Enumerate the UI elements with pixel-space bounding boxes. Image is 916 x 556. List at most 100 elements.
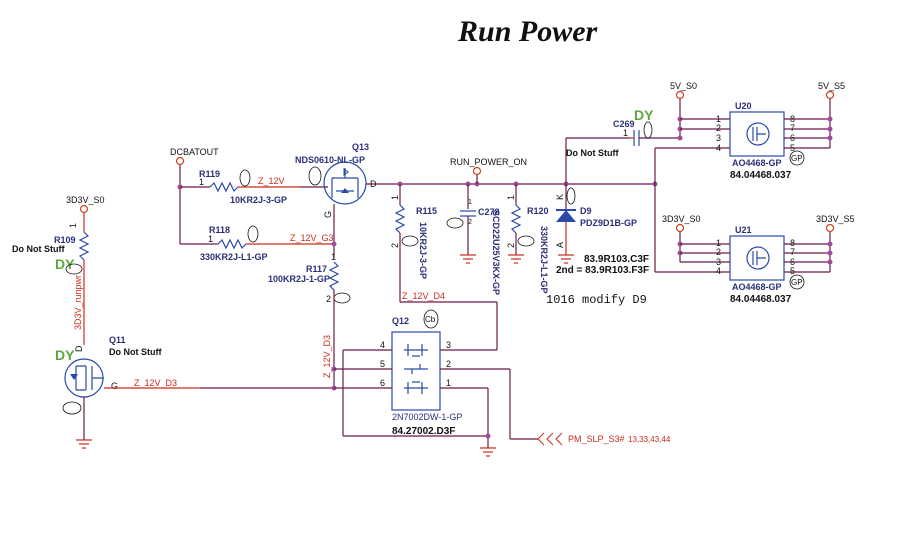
gp-marker-text: GP bbox=[791, 154, 803, 163]
q12-pin: 1 bbox=[446, 378, 451, 388]
power-port-icon bbox=[79, 204, 89, 214]
net-label-run-power-on: RUN_POWER_ON bbox=[450, 157, 527, 167]
net-label-z12v: Z_12V bbox=[258, 176, 285, 186]
net-label-runpwr: 3D3V_runpwr bbox=[73, 275, 83, 330]
r117-ref: R117 bbox=[306, 264, 327, 274]
c278-ref: C278 bbox=[478, 207, 500, 217]
gp-marker-icon bbox=[65, 263, 83, 275]
q13-pin-g: G bbox=[323, 211, 333, 218]
q12-pin: 2 bbox=[446, 359, 451, 369]
q11-dy-marker: DY bbox=[55, 347, 75, 363]
r115-value: 10KR2J-3-GP bbox=[418, 222, 428, 279]
u20-value: AO4468-GP bbox=[732, 158, 782, 168]
r115-pin1: 1 bbox=[390, 195, 400, 200]
gp-marker-icon bbox=[446, 217, 464, 229]
r109-ref: R109 bbox=[54, 235, 76, 245]
ground-icon bbox=[480, 447, 496, 457]
resistor-r115-icon bbox=[394, 204, 406, 234]
ground-icon bbox=[76, 439, 92, 449]
run-power-on-rail: RUN_POWER_ON 1 R115 10KR2J-3-GP 2 Z_12V_… bbox=[390, 107, 730, 350]
r120-pin1: 1 bbox=[506, 195, 516, 200]
gp-marker-icon bbox=[789, 274, 805, 290]
r109-branch: 3D3V_S0 1 R109 Do Not Stuff DY 3D3V_runp… bbox=[12, 195, 334, 449]
q12-pin: 3 bbox=[446, 340, 451, 350]
u21-pin: 5 bbox=[790, 266, 795, 276]
diode-d9-icon bbox=[556, 210, 576, 222]
resistor-r119-icon bbox=[209, 181, 239, 193]
u20-pin: 4 bbox=[716, 143, 721, 153]
net-label-pm-slp-s3[interactable]: PM_SLP_S3# bbox=[568, 434, 625, 444]
u20-ref: U20 bbox=[735, 101, 752, 111]
gp-marker-icon bbox=[247, 225, 259, 243]
q12-value: 2N7002DW-1-GP bbox=[392, 412, 462, 422]
r118-ref: R118 bbox=[209, 225, 230, 235]
net-label-5v-s0: 5V_S0 bbox=[670, 81, 697, 91]
q12-pin: 4 bbox=[380, 340, 385, 350]
pm-slp-s3-page-refs: 13,33,43,44 bbox=[628, 435, 671, 444]
power-port-icon bbox=[175, 156, 185, 166]
ground-icon bbox=[460, 254, 476, 264]
net-label-z12v-d3: Z_12V_D3 bbox=[134, 378, 177, 388]
q13-branch: DCBATOUT 1 R119 10KR2J-3-GP Z_12V 1 R118… bbox=[170, 142, 400, 391]
u20-body bbox=[729, 111, 785, 157]
net-label-z12v-d3-vertical: Z_12V_D3 bbox=[322, 335, 332, 378]
u20-pin: 2 bbox=[716, 123, 721, 133]
q12-bom: 84.27002.D3F bbox=[392, 426, 455, 437]
r109-pin1: 1 bbox=[68, 223, 78, 228]
power-port-icon bbox=[472, 166, 482, 176]
ground-icon bbox=[558, 254, 574, 264]
gp-marker-icon bbox=[62, 401, 82, 415]
offpage-connector-icon bbox=[537, 432, 545, 446]
d9-bom-primary: 83.9R103.C3F bbox=[584, 254, 649, 265]
u21-switch: 3D3V_S0 U21 1 2 3 4 8 7 6 5 3D3V_S5 AO44… bbox=[662, 214, 855, 305]
power-port-icon bbox=[825, 223, 835, 233]
u20-pin: 3 bbox=[716, 133, 721, 143]
mosfet-u20-icon bbox=[746, 122, 770, 146]
r119-pin1: 1 bbox=[199, 177, 204, 187]
r120-ref: R120 bbox=[527, 206, 549, 216]
r109-note: Do Not Stuff bbox=[12, 244, 65, 254]
resistor-r118-icon bbox=[217, 238, 247, 250]
u20-bom: 84.04468.037 bbox=[730, 170, 792, 181]
modify-note: 1016 modify D9 bbox=[546, 293, 647, 307]
u21-pin: 2 bbox=[716, 247, 721, 257]
r119-ref: R119 bbox=[199, 169, 220, 179]
u21-pin: 4 bbox=[716, 266, 721, 276]
d9-pin-a: A bbox=[555, 242, 565, 248]
u21-bom: 84.04468.037 bbox=[730, 294, 792, 305]
gp-marker-text: GP bbox=[791, 278, 803, 287]
gp-marker-icon bbox=[239, 169, 251, 187]
net-label-z12v-g3: Z_12V_G3 bbox=[290, 233, 334, 243]
c269-dy-marker: DY bbox=[634, 107, 654, 123]
u21-pin: 1 bbox=[716, 238, 721, 248]
q13-pin-d: D bbox=[370, 179, 377, 189]
c269-ref: C269 bbox=[613, 119, 635, 129]
gp-marker-icon bbox=[789, 150, 805, 166]
r115-pin2: 2 bbox=[390, 243, 400, 248]
r120-value: 330KR2J-L1-GP bbox=[539, 226, 549, 294]
u21-ref: U21 bbox=[735, 225, 752, 235]
d9-value: PDZ9D1B-GP bbox=[580, 218, 637, 228]
ground-icon bbox=[508, 254, 524, 264]
page-title: Run Power bbox=[457, 15, 598, 48]
r109-dy-marker: DY bbox=[55, 256, 75, 272]
net-label-5v-s5: 5V_S5 bbox=[818, 81, 845, 91]
net-label-3d3v-s0-left: 3D3V_S0 bbox=[66, 195, 105, 205]
d9-ref: D9 bbox=[580, 206, 592, 216]
net-label-3d3v-s5: 3D3V_S5 bbox=[816, 214, 855, 224]
r118-pin1: 1 bbox=[208, 234, 213, 244]
power-port-icon bbox=[675, 223, 685, 233]
r117-pin1: 1 bbox=[331, 252, 336, 262]
r119-value: 10KR2J-3-GP bbox=[230, 195, 287, 205]
q11-pin-g: G bbox=[111, 381, 118, 391]
u21-body bbox=[729, 235, 785, 281]
power-port-icon bbox=[825, 90, 835, 100]
r115-ref: R115 bbox=[416, 206, 437, 216]
q13-ref: Q13 bbox=[352, 142, 369, 152]
u21-value: AO4468-GP bbox=[732, 282, 782, 292]
q12-body bbox=[391, 331, 441, 411]
mosfet-u21-icon bbox=[746, 246, 770, 270]
gp-marker-icon bbox=[333, 292, 351, 304]
d9-bom-secondary: 2nd = 83.9R103.F3F bbox=[556, 265, 649, 276]
